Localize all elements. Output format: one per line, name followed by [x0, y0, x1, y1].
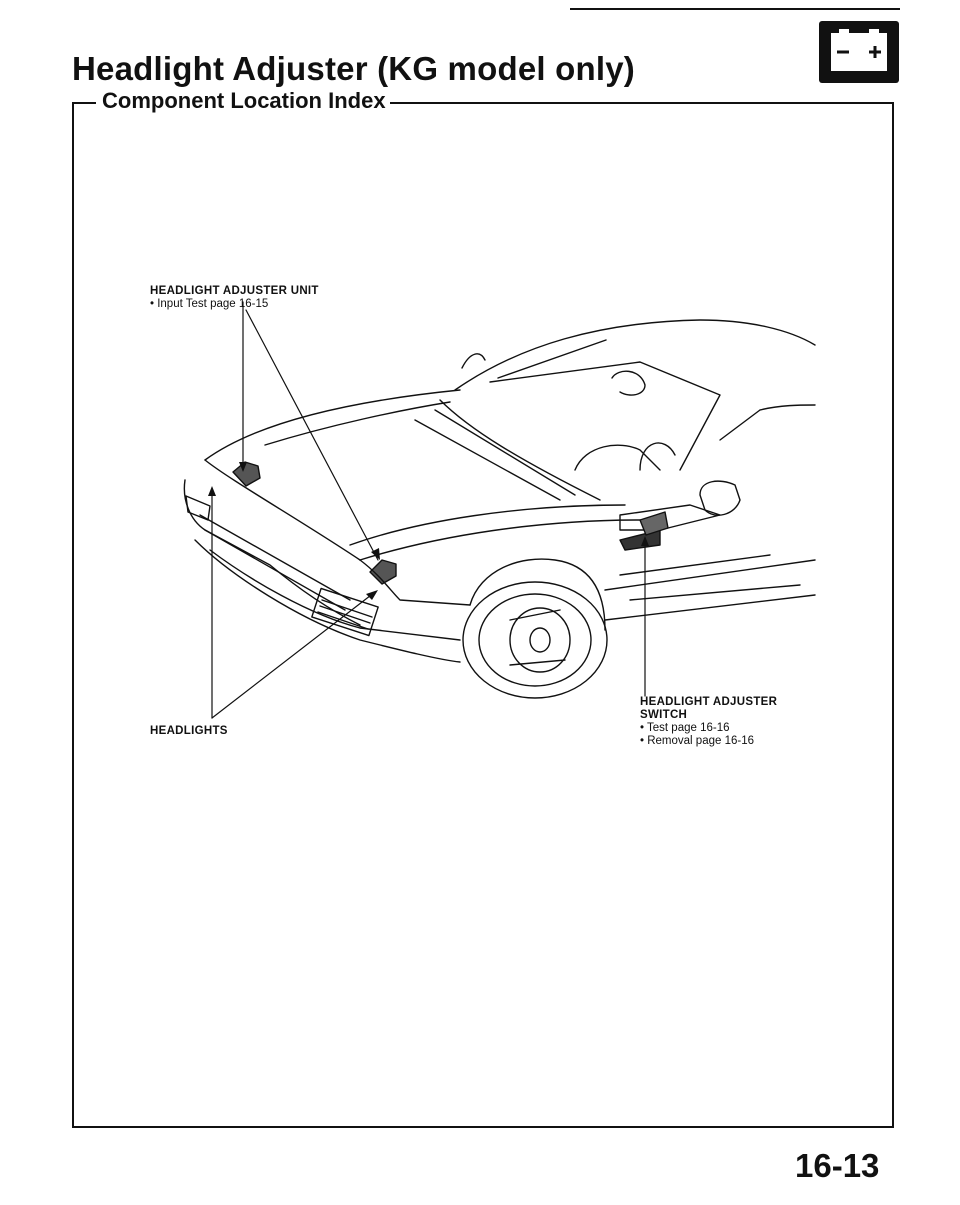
callout-adjuster-unit-heading: HEADLIGHT ADJUSTER UNIT	[150, 285, 319, 297]
top-rule	[570, 8, 900, 10]
page-number: 16-13	[795, 1147, 880, 1184]
section-heading: Component Location Index	[98, 88, 390, 114]
callout-adjuster-switch-heading-line2: SWITCH	[640, 709, 688, 721]
car-illustration	[183, 301, 816, 719]
frame-top-right	[380, 102, 894, 104]
frame-right	[892, 102, 894, 1127]
callout-adjuster-switch-heading-line1: HEADLIGHT ADJUSTER	[640, 696, 778, 708]
callout-adjuster-switch-note-removal: • Removal page 16-16	[640, 735, 754, 747]
callout-adjuster-switch: HEADLIGHT ADJUSTER SWITCH • Test page 16…	[640, 696, 777, 748]
frame-top-left	[72, 102, 96, 104]
callout-adjuster-unit-note: • Input Test page 16-15	[150, 298, 269, 310]
callout-adjuster-switch-note-test: • Test page 16-16	[640, 722, 730, 734]
page-title: Headlight Adjuster (KG model only)	[72, 50, 635, 87]
callout-adjuster-unit: HEADLIGHT ADJUSTER UNIT • Input Test pag…	[150, 285, 319, 311]
frame-bottom	[72, 1126, 894, 1128]
battery-icon	[819, 21, 899, 83]
frame-left	[72, 102, 74, 1127]
callout-headlights: HEADLIGHTS	[150, 725, 228, 737]
